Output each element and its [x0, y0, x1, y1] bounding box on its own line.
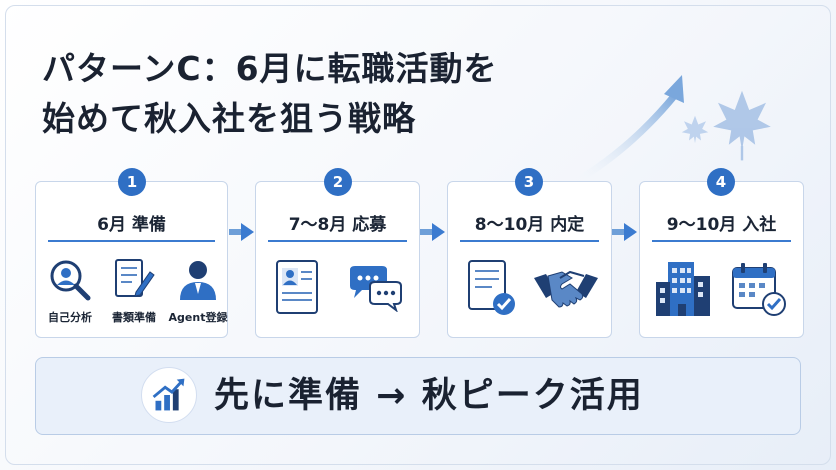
page-frame: [5, 5, 831, 465]
office-building-icon: [656, 262, 710, 316]
maple-leaf-icon: [713, 90, 771, 161]
decoration: [566, 75, 771, 189]
upward-sweep-arrow-icon: [566, 91, 679, 189]
step-card-4: 9〜10月 入社: [639, 181, 804, 338]
step-card-2: 7〜8月 応募: [255, 181, 420, 338]
title-line-1: パターンC：6月に転職活動を: [42, 49, 498, 88]
divider: [48, 240, 215, 242]
document-pen-icon: [115, 259, 155, 297]
divider: [652, 240, 791, 242]
search-person-icon: [50, 260, 91, 301]
item-label: Agent登録: [168, 311, 228, 324]
banner-text: 先に準備 → 秋ピーク活用: [214, 376, 644, 416]
step-title: 6月 準備: [97, 215, 166, 235]
step-card-3: 8〜10月 内定: [447, 181, 612, 338]
divider: [460, 240, 599, 242]
step-title: 9〜10月 入社: [666, 215, 777, 235]
chat-bubbles-icon: [350, 266, 402, 312]
step-title: 8〜10月 内定: [474, 215, 585, 235]
divider: [268, 240, 407, 242]
step-title: 7〜8月 応募: [288, 215, 387, 235]
title-line-2: 始めて秋入社を狙う戦略: [42, 99, 416, 138]
handshake-icon: [534, 270, 598, 308]
page-title: パターンC：6月に転職活動を 始めて秋入社を狙う戦略: [42, 44, 642, 144]
agent-person-icon: [180, 261, 216, 300]
arrow-right-icon: [420, 223, 445, 241]
item-label: 書類準備: [112, 311, 156, 324]
step-number-badge: 4: [707, 168, 735, 196]
item-label: 自己分析: [48, 311, 92, 324]
step-card-1: 6月 準備 自己分析 書類準備 Agent登録: [35, 181, 228, 338]
resume-icon: [276, 260, 318, 314]
step-number-badge: 3: [515, 168, 543, 196]
maple-leaf-icon: [681, 115, 709, 144]
step-number-badge: 1: [118, 168, 146, 196]
arrow-right-icon: [612, 223, 637, 241]
document-check-icon: [468, 260, 515, 315]
calendar-check-icon: [732, 263, 786, 316]
arrow-right-icon: [229, 223, 254, 241]
step-number-badge: 2: [324, 168, 352, 196]
growth-chart-icon: [141, 367, 197, 423]
